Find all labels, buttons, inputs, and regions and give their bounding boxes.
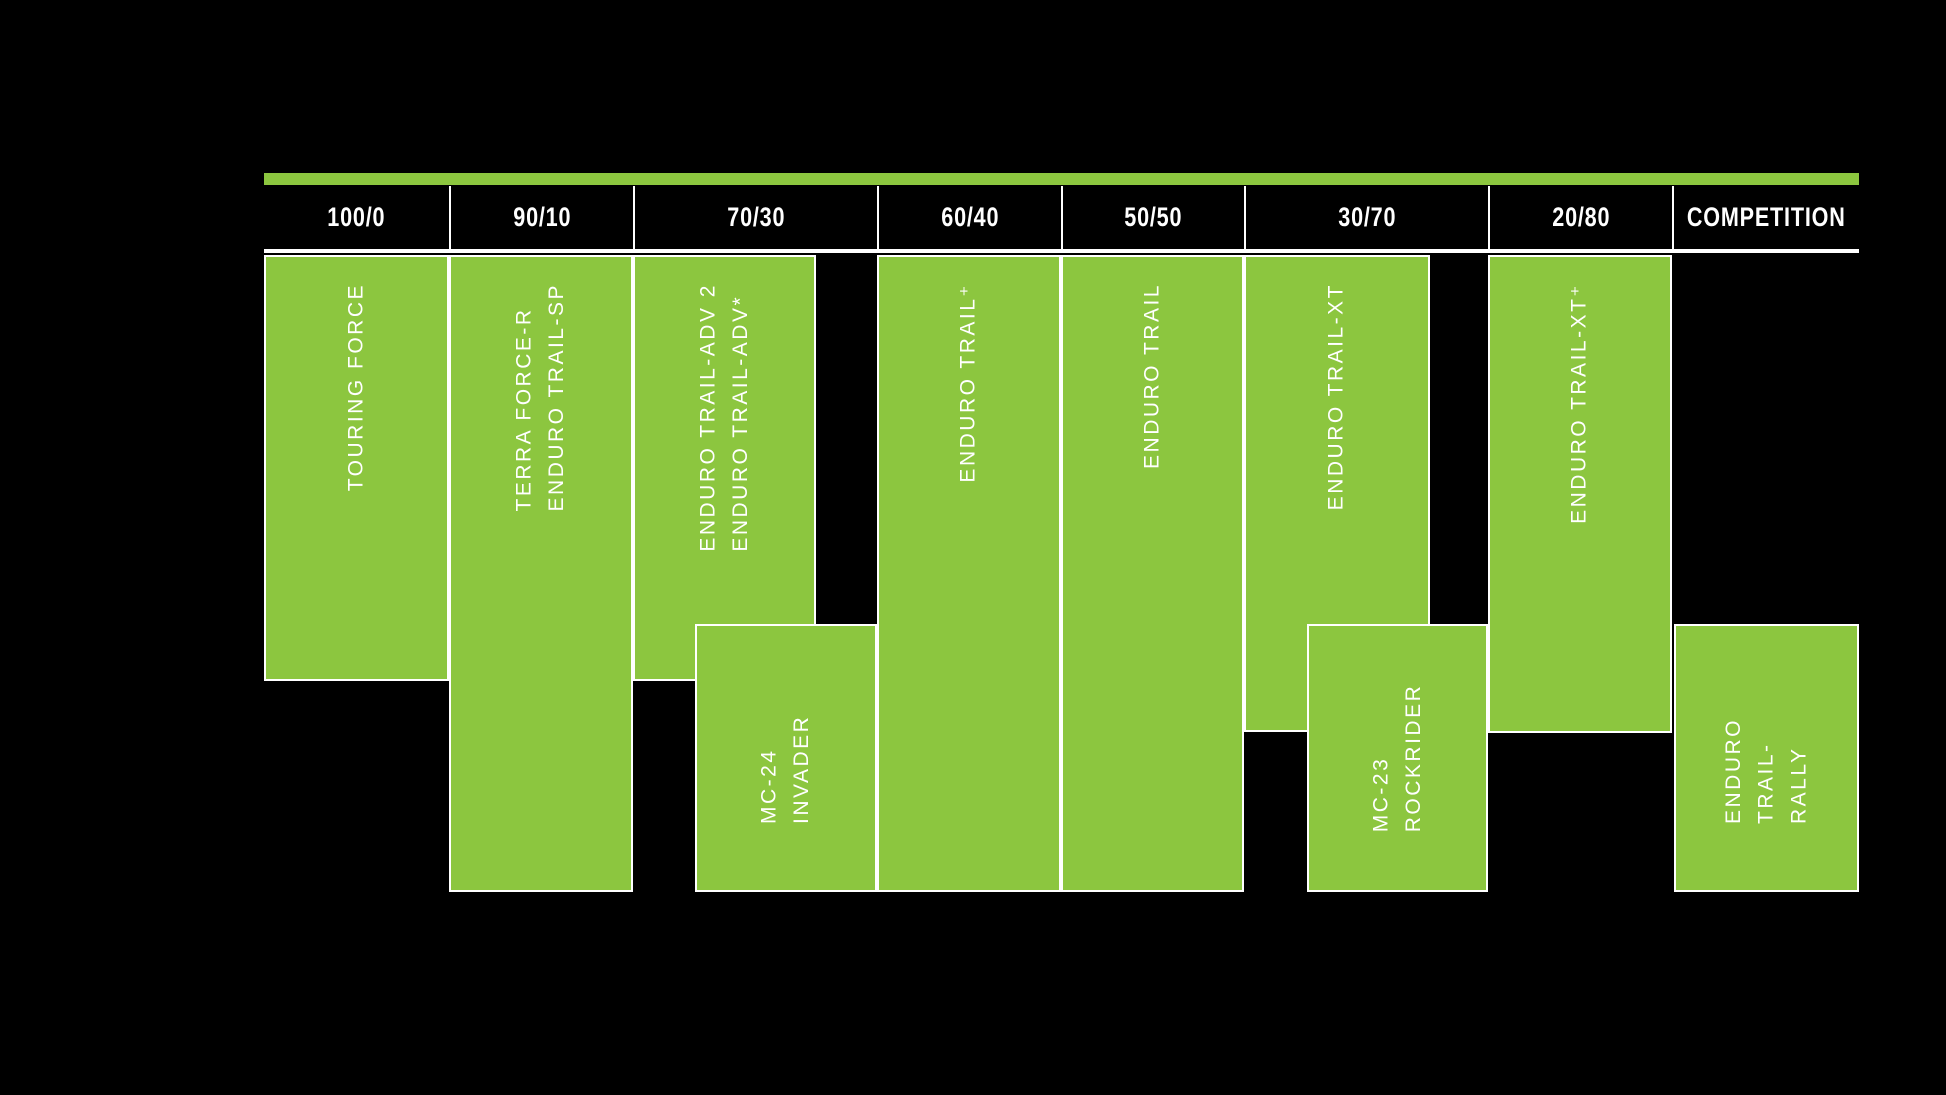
ratio-label: 100/0 xyxy=(327,202,386,232)
terra-force-r-enduro-trail-sp-label: TERRA FORCE-R ENDURO TRAIL-SP xyxy=(512,283,568,512)
ratio-label: 50/50 xyxy=(1124,202,1183,232)
enduro-trail-plus-label: ENDURO TRAIL⁺ xyxy=(956,283,980,483)
ratio-label: 70/30 xyxy=(726,202,786,232)
touring-force-label: TOURING FORCE xyxy=(344,283,368,492)
ratio-label: 90/10 xyxy=(512,202,572,232)
enduro-trail-xt-label: ENDURO TRAIL-XT xyxy=(1324,283,1348,511)
header-cell-90-10: 90/10 xyxy=(449,186,633,249)
enduro-trail-plus-bar: ENDURO TRAIL⁺ xyxy=(877,255,1061,892)
ratio-label: 30/70 xyxy=(1337,202,1397,232)
ratio-label: COMPETITION xyxy=(1687,202,1846,232)
mc-23-rockrider-bar: MC-23 ROCKRIDER xyxy=(1307,624,1488,892)
header-accent-bar xyxy=(264,173,1859,185)
header-cell-20-80: 20/80 xyxy=(1488,186,1672,249)
enduro-trail-xt-plus-bar: ENDURO TRAIL-XT⁺ xyxy=(1488,255,1672,733)
enduro-trail-xt-plus-label: ENDURO TRAIL-XT⁺ xyxy=(1567,283,1591,524)
mc-24-invader-bar: MC-24 INVADER xyxy=(695,624,877,892)
mc-23-rockrider-label: MC-23 ROCKRIDER xyxy=(1368,683,1425,833)
header-cell-100-0: 100/0 xyxy=(264,186,449,249)
touring-force-bar: TOURING FORCE xyxy=(264,255,449,681)
enduro-trail-adv-bar: ENDURO TRAIL-ADV 2 ENDURO TRAIL-ADV* xyxy=(633,255,816,681)
enduro-trail-rally-label: ENDURO TRAIL-RALLY xyxy=(1721,717,1810,824)
enduro-trail-label: ENDURO TRAIL xyxy=(1140,283,1164,469)
enduro-trail-bar: ENDURO TRAIL xyxy=(1061,255,1244,892)
header-rule xyxy=(264,249,1859,253)
enduro-trail-rally-bar: ENDURO TRAIL-RALLY xyxy=(1674,624,1859,892)
mc-24-invader-label: MC-24 INVADER xyxy=(757,714,813,824)
terra-force-r-enduro-trail-sp-bar: TERRA FORCE-R ENDURO TRAIL-SP xyxy=(449,255,633,892)
header-cell-competition: COMPETITION xyxy=(1672,186,1859,249)
header-cell-60-40: 60/40 xyxy=(877,186,1061,249)
header-cell-30-70: 30/70 xyxy=(1244,186,1488,249)
header-cell-50-50: 50/50 xyxy=(1061,186,1244,249)
ratio-label: 20/80 xyxy=(1551,202,1611,232)
header-cell-70-30: 70/30 xyxy=(633,186,877,249)
enduro-trail-adv-label: ENDURO TRAIL-ADV 2 ENDURO TRAIL-ADV* xyxy=(695,283,752,552)
ratio-label: 60/40 xyxy=(940,202,1000,232)
